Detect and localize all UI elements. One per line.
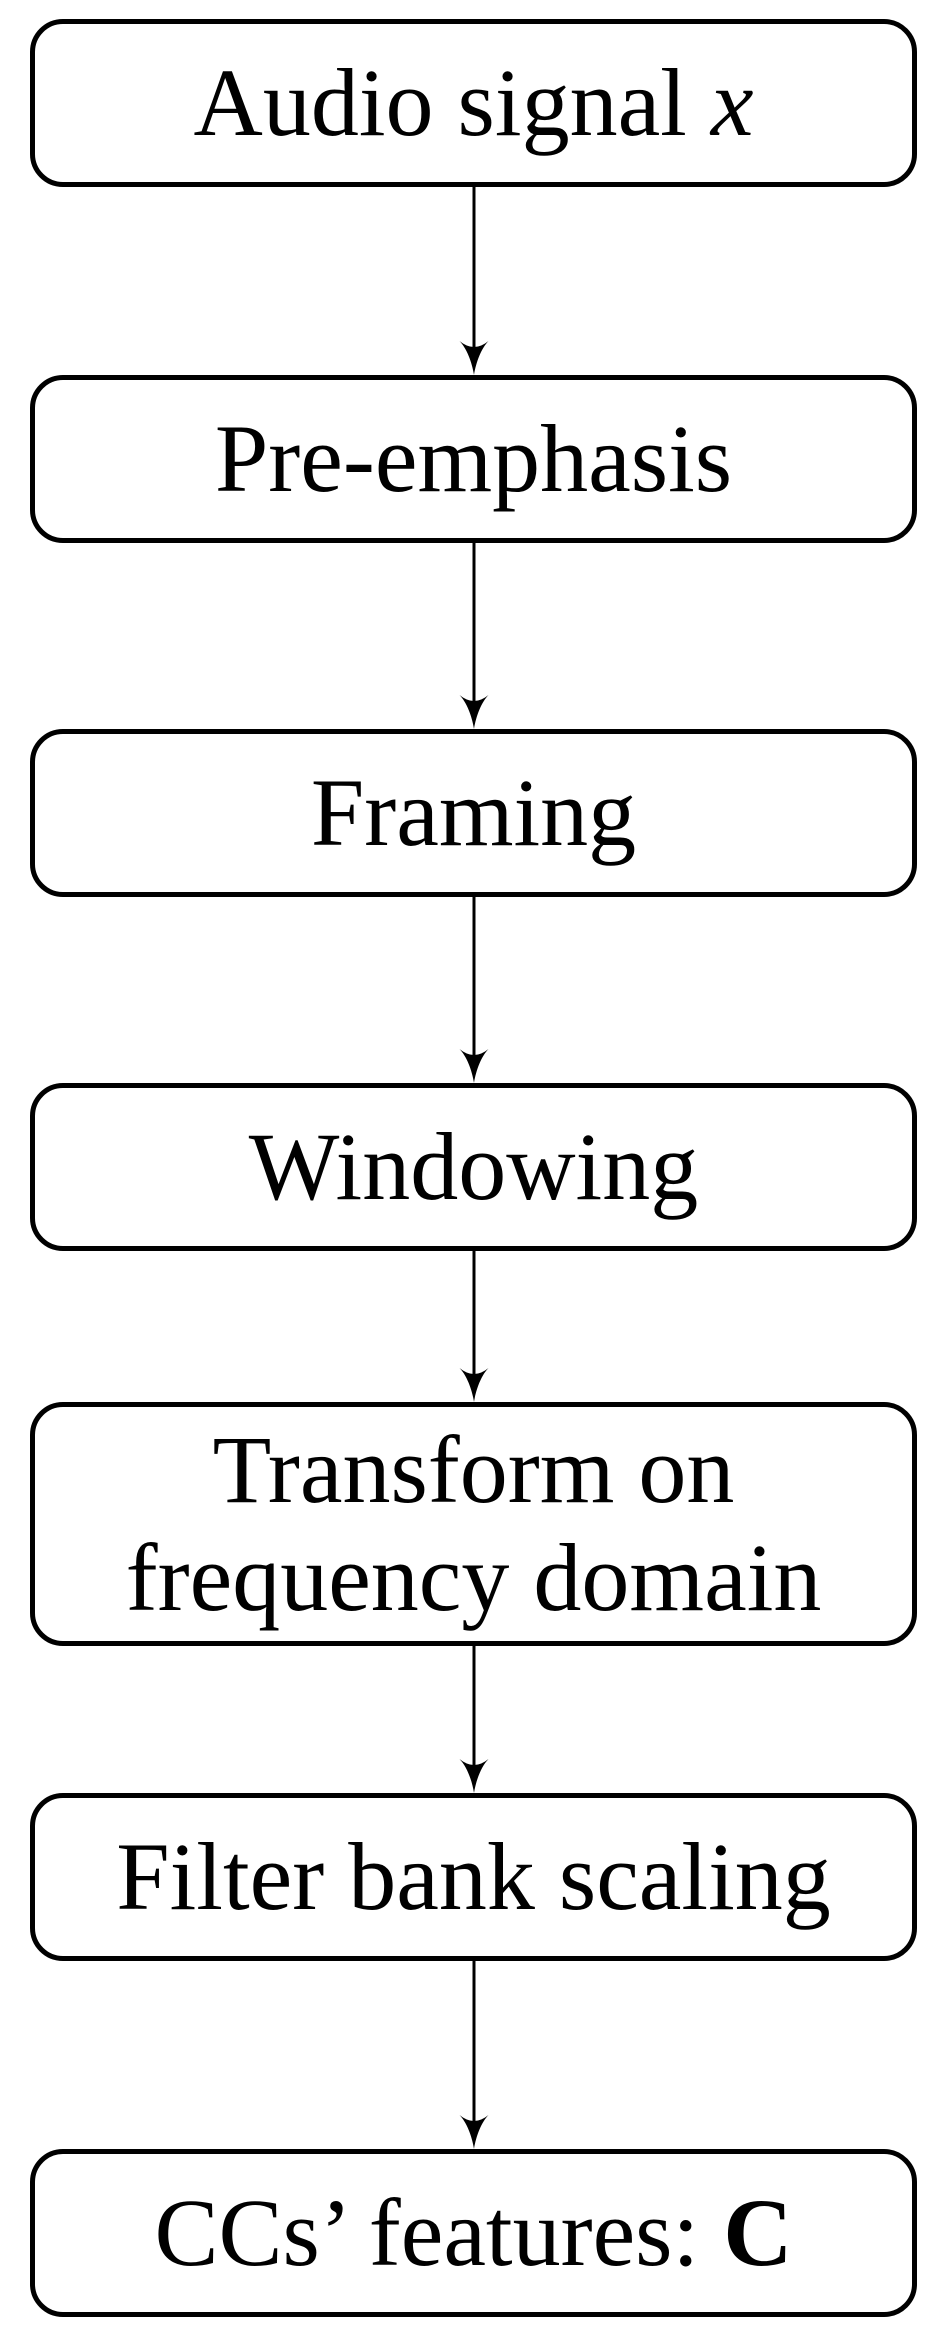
label-text: Audio signal <box>193 48 711 156</box>
node-ccs-features: CCs’ features: C <box>30 2149 917 2317</box>
arrow-framing-to-windowing <box>456 897 492 1083</box>
arrow-windowing-to-transform <box>456 1251 492 1402</box>
node-audio-signal: Audio signal x <box>30 19 917 187</box>
down-arrow-icon <box>459 1961 489 2149</box>
node-label: CCs’ features: C <box>154 2179 792 2287</box>
label-variable-x: x <box>710 48 754 156</box>
arrow-audio-signal-to-pre-emphasis <box>456 187 492 375</box>
label-text: CCs’ features: <box>154 2178 724 2286</box>
node-label: Windowing <box>249 1113 698 1221</box>
down-arrow-icon <box>459 187 489 375</box>
down-arrow-icon <box>459 897 489 1083</box>
node-label: Transform on frequency domain <box>126 1416 822 1633</box>
node-framing: Framing <box>30 729 917 897</box>
node-pre-emphasis: Pre-emphasis <box>30 375 917 543</box>
label-text: Windowing <box>248 1112 699 1220</box>
label-variable-c: C <box>723 2178 793 2286</box>
arrow-pre-emphasis-to-framing <box>456 543 492 729</box>
node-label: Framing <box>311 759 636 867</box>
down-arrow-icon <box>459 1251 489 1402</box>
node-windowing: Windowing <box>30 1083 917 1251</box>
node-filter-bank-scaling: Filter bank scaling <box>30 1793 917 1961</box>
arrow-transform-to-filter-bank <box>456 1646 492 1793</box>
node-label: Audio signal x <box>194 49 754 157</box>
node-label: Filter bank scaling <box>116 1823 831 1931</box>
label-text: frequency domain <box>125 1524 822 1631</box>
down-arrow-icon <box>459 1646 489 1793</box>
node-transform-frequency-domain: Transform on frequency domain <box>30 1402 917 1646</box>
label-text: Filter bank scaling <box>116 1822 831 1930</box>
node-label: Pre-emphasis <box>215 405 732 513</box>
label-text: Transform on <box>212 1415 735 1523</box>
down-arrow-icon <box>459 543 489 729</box>
arrow-filter-bank-to-ccs-features <box>456 1961 492 2149</box>
label-text: Pre-emphasis <box>214 404 733 512</box>
label-text: Framing <box>310 758 637 866</box>
